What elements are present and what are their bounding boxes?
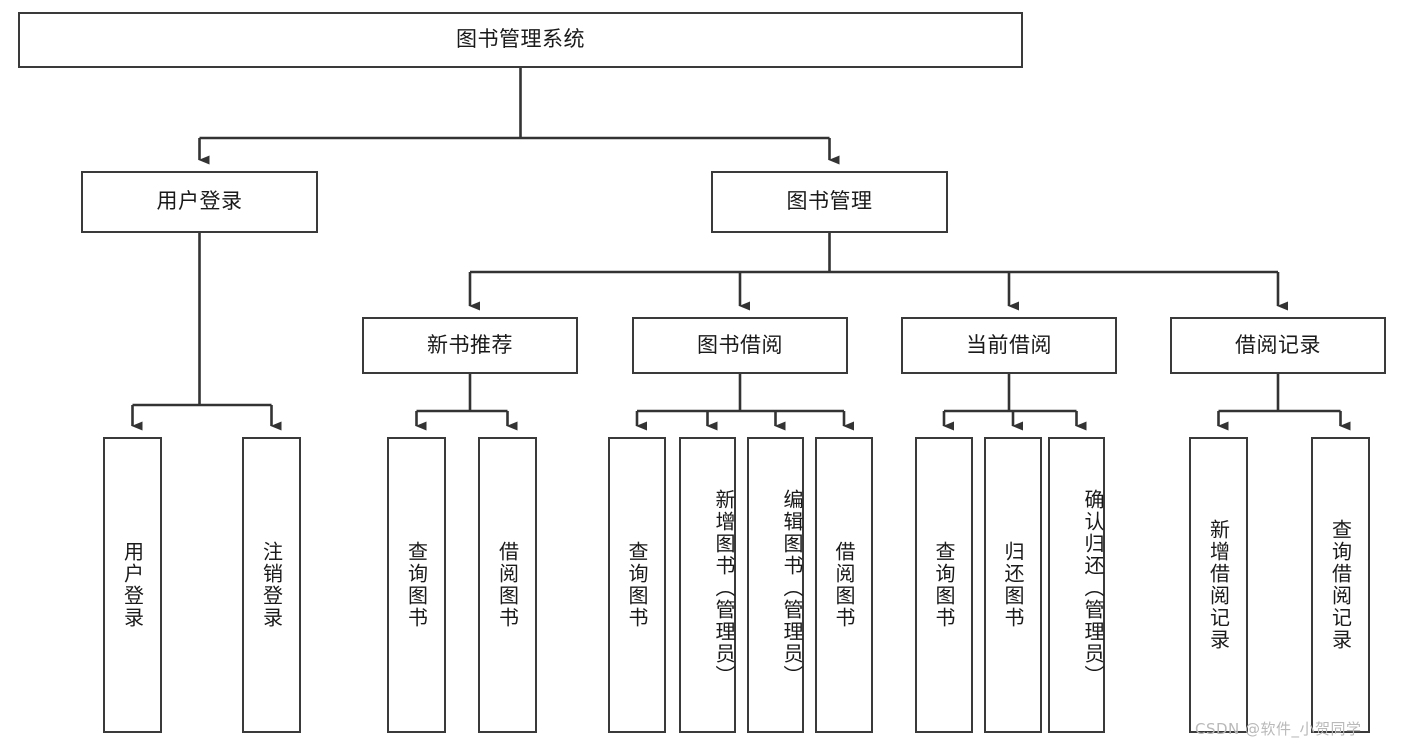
node-leaf-return-book[interactable]: 归还图书 xyxy=(984,437,1042,733)
node-label: 注销登录 xyxy=(259,541,284,629)
node-label: 用户登录 xyxy=(156,189,243,214)
node-leaf-user-logout[interactable]: 注销登录 xyxy=(242,437,301,733)
node-root[interactable]: 图书管理系统 xyxy=(18,12,1023,68)
node-leaf-add-book-admin[interactable]: 新增图书（管理员） xyxy=(679,437,736,733)
node-leaf-add-borrow-record[interactable]: 新增借阅记录 xyxy=(1189,437,1248,733)
node-label: 新增借阅记录 xyxy=(1206,519,1231,651)
node-leaf-confirm-return-admin[interactable]: 确认归还（管理员） xyxy=(1048,437,1105,733)
node-label: 图书管理 xyxy=(786,189,873,214)
node-label: 借阅记录 xyxy=(1235,332,1321,357)
node-borrow-record[interactable]: 借阅记录 xyxy=(1170,317,1386,374)
node-label: 借阅图书 xyxy=(832,541,856,629)
node-label: 图书借阅 xyxy=(697,332,783,357)
node-label: 归还图书 xyxy=(1001,541,1025,629)
node-label: 确认归还（管理员） xyxy=(1081,489,1105,687)
node-leaf-query-book-recommend[interactable]: 查询图书 xyxy=(387,437,446,733)
node-book-borrow[interactable]: 图书借阅 xyxy=(632,317,848,374)
node-new-book-recommend[interactable]: 新书推荐 xyxy=(362,317,578,374)
node-leaf-edit-book-admin[interactable]: 编辑图书（管理员） xyxy=(747,437,804,733)
node-label: 查询图书 xyxy=(625,541,649,629)
node-label: 新增图书（管理员） xyxy=(712,489,736,687)
node-leaf-borrow-book[interactable]: 借阅图书 xyxy=(815,437,873,733)
node-leaf-query-borrow-record[interactable]: 查询借阅记录 xyxy=(1311,437,1370,733)
node-leaf-query-book[interactable]: 查询图书 xyxy=(608,437,666,733)
node-label: 查询图书 xyxy=(932,541,956,629)
node-label: 编辑图书（管理员） xyxy=(780,489,804,687)
node-label: 借阅图书 xyxy=(495,541,520,629)
node-label: 查询图书 xyxy=(404,541,429,629)
node-label: 当前借阅 xyxy=(966,332,1052,357)
node-label: 图书管理系统 xyxy=(456,27,585,52)
node-user-login[interactable]: 用户登录 xyxy=(81,171,318,233)
node-label: 新书推荐 xyxy=(427,332,513,357)
node-label: 查询借阅记录 xyxy=(1328,519,1353,651)
node-current-borrow[interactable]: 当前借阅 xyxy=(901,317,1117,374)
node-book-manage[interactable]: 图书管理 xyxy=(711,171,948,233)
node-leaf-user-login[interactable]: 用户登录 xyxy=(103,437,162,733)
node-leaf-borrow-book-recommend[interactable]: 借阅图书 xyxy=(478,437,537,733)
node-label: 用户登录 xyxy=(120,541,145,629)
node-leaf-query-book-current[interactable]: 查询图书 xyxy=(915,437,973,733)
watermark-csdn: CSDN @软件_小贺同学 xyxy=(1195,720,1362,738)
